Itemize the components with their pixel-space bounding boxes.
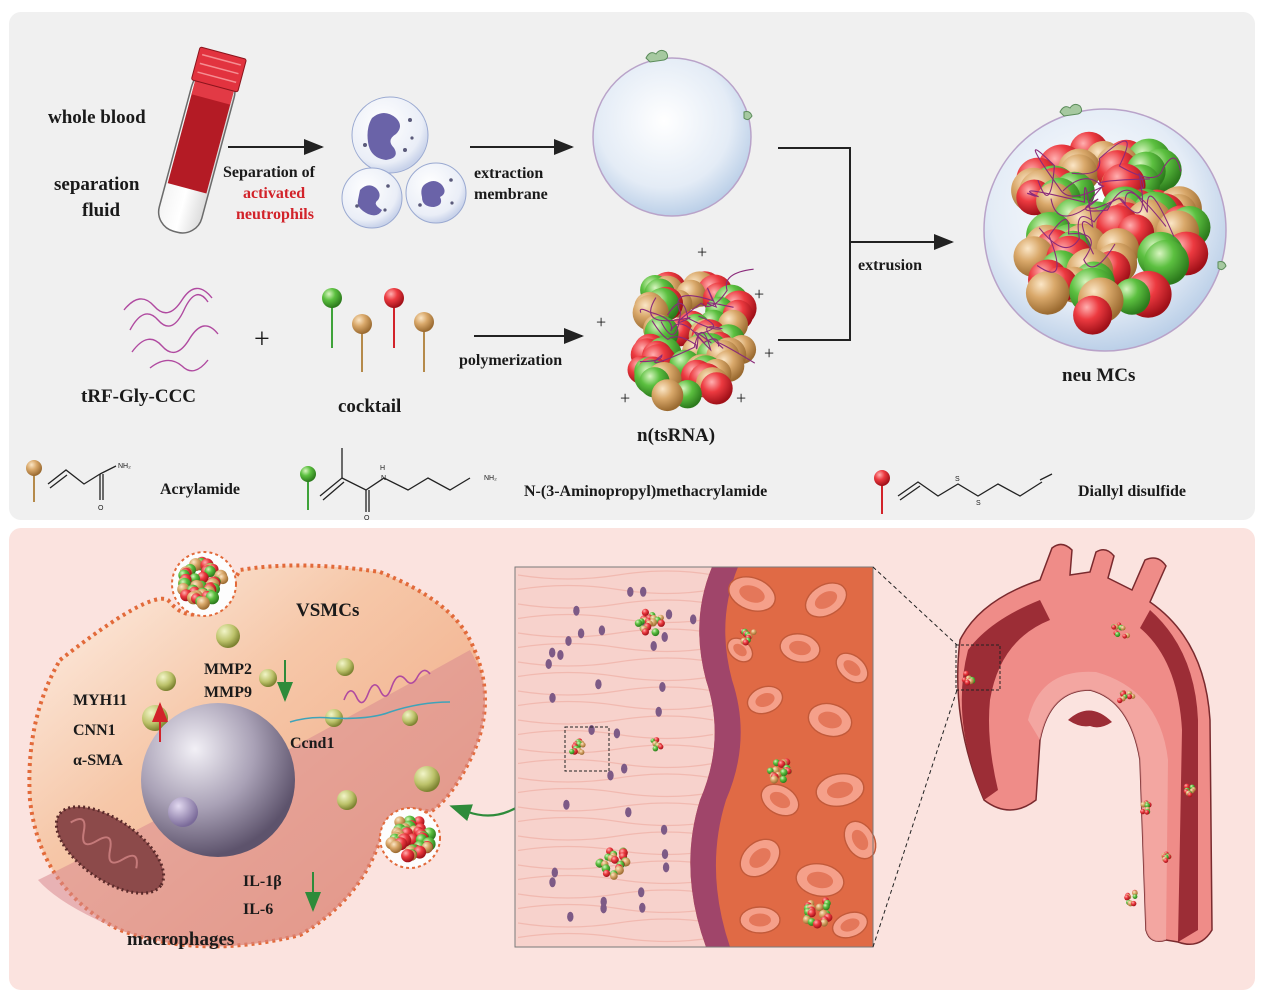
- nucleus: [141, 703, 295, 857]
- trf-rna-strand-icon: [123, 287, 219, 372]
- whole-blood-label: whole blood: [48, 107, 146, 128]
- separation-of-label: Separation of: [223, 164, 316, 181]
- svg-text:NH₂: NH₂: [484, 475, 497, 482]
- charge-plus: +: [764, 343, 774, 363]
- acrylamide-label: Acrylamide: [160, 481, 240, 498]
- neutrophil-cell: [405, 162, 467, 224]
- mitochondrion: [54, 805, 166, 895]
- il1b-label: IL-1β: [243, 873, 282, 890]
- charge-plus: +: [754, 284, 764, 304]
- membrane-label: membrane: [474, 186, 548, 203]
- cocktail-label: cocktail: [338, 396, 401, 417]
- aorta-nanoparticles: [961, 622, 1196, 907]
- plus-sign: +: [254, 324, 270, 355]
- disulfide-label: Diallyl disulfide: [1078, 483, 1186, 500]
- membrane-vesicle: [592, 57, 752, 217]
- membrane-protein-icon: [645, 49, 669, 63]
- fluid-label: fluid: [82, 200, 120, 221]
- nucleolus: [168, 797, 198, 827]
- svg-text:NH₂: NH₂: [118, 463, 131, 470]
- neutrophils-label: neutrophils: [236, 206, 314, 223]
- svg-text:N: N: [381, 475, 386, 482]
- membrane-protein-icon: [1217, 261, 1227, 271]
- ccnd1-label: Ccnd1: [290, 735, 334, 752]
- legend-diallyl-disulfide: S S: [874, 470, 1053, 514]
- zoom-line: [872, 566, 958, 646]
- free-spheres: [142, 624, 440, 810]
- nanoparticle-core: [177, 556, 229, 610]
- aorta-illustration: [955, 543, 1213, 945]
- neu-mcs-core: [1011, 131, 1211, 335]
- mmp9-label: MMP9: [204, 684, 252, 701]
- blood-tube: [157, 46, 247, 234]
- trf-label: tRF-Gly-CCC: [81, 386, 196, 407]
- trf-rna-strand-icon: [343, 669, 431, 704]
- il6-label: IL-6: [243, 901, 273, 918]
- legend-apma: O H N NH₂: [300, 448, 497, 522]
- tissue-section: [514, 566, 877, 948]
- zoom-line: [872, 689, 958, 948]
- svg-text:O: O: [98, 505, 104, 512]
- mrna-strand: [289, 701, 451, 723]
- neutrophil-cell: [351, 96, 429, 174]
- membrane-protein-icon: [1059, 103, 1083, 117]
- asma-label: α-SMA: [73, 752, 123, 769]
- separation-label: separation: [54, 174, 140, 195]
- apma-label: N-(3-Aminopropyl)methacrylamide: [524, 483, 767, 500]
- vsmcs-label: VSMCs: [296, 600, 359, 621]
- legend-acrylamide: NH₂ O: [26, 460, 131, 512]
- charge-plus: +: [620, 388, 630, 408]
- polymerization-label: polymerization: [459, 352, 562, 369]
- charge-plus: +: [736, 388, 746, 408]
- extraction-label: extraction: [474, 165, 543, 182]
- svg-text:S: S: [976, 500, 981, 507]
- svg-text:H: H: [380, 465, 385, 472]
- cnn1-label: CNN1: [73, 722, 116, 739]
- myh11-label: MYH11: [73, 692, 127, 709]
- extrusion-label: extrusion: [858, 257, 922, 274]
- neutrophil-cell: [341, 167, 403, 229]
- membrane-protein-icon: [743, 111, 753, 121]
- extrusion-connector: [778, 147, 851, 341]
- nanoparticle-core: [385, 815, 436, 863]
- ntsrna-label: n(tsRNA): [637, 425, 715, 446]
- activated-label: activated: [243, 185, 305, 202]
- neu-mcs-label: neu MCs: [1062, 365, 1135, 386]
- macrophages-label: macrophages: [127, 929, 234, 950]
- ntsrna-nanoparticle: [627, 268, 757, 412]
- charge-plus: +: [596, 312, 606, 332]
- svg-text:S: S: [955, 476, 960, 483]
- cocktail-monomers: [322, 288, 434, 372]
- svg-text:O: O: [364, 515, 370, 522]
- charge-plus: +: [697, 242, 707, 262]
- mmp2-label: MMP2: [204, 661, 252, 678]
